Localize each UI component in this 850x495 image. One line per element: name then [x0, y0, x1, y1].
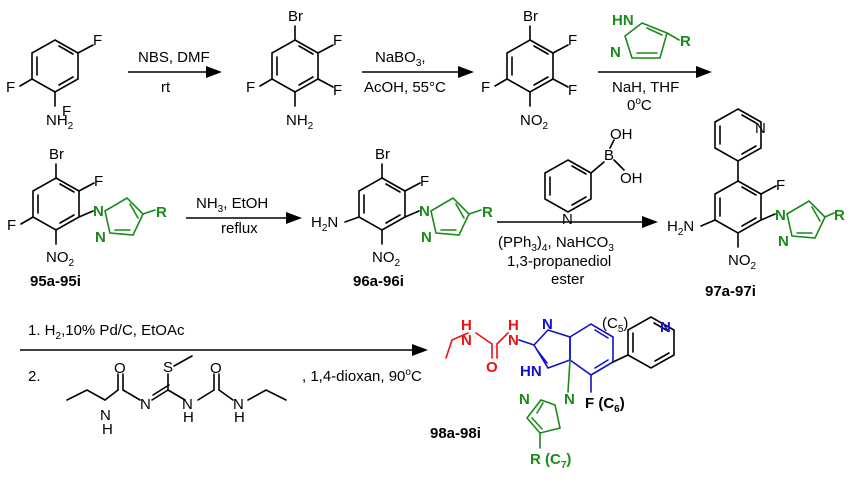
nh-h-label: H [234, 409, 245, 426]
c7-substituent: R (C7) [530, 451, 571, 471]
fluoro-label: F [776, 177, 785, 194]
urea-oxygen: O [486, 359, 498, 376]
nh-label: N [233, 396, 244, 413]
fluoro-label: F [6, 79, 15, 96]
reaction-arrow-2: NaBO3, AcOH, 55°C [362, 49, 474, 96]
reagent-nbs-dmf: NBS, DMF [138, 49, 210, 66]
nh-label: N [182, 396, 193, 413]
condition-0c: 0oC [627, 96, 652, 114]
boron-label: B [604, 147, 614, 164]
compound-label-96: 96a-96i [353, 273, 404, 290]
bromo-difluoro-nitrobenzene: Br F F F NO2 [481, 8, 577, 132]
compound-label-98: 98a-98i [430, 425, 481, 442]
sulfur-label: S [163, 359, 173, 376]
pyridylboronic-acid: N B OH OH [544, 126, 643, 228]
condition-rt: rt [161, 79, 171, 96]
fluoro-label: F [420, 173, 429, 190]
pyrazole-n2: N [421, 229, 432, 246]
pyridine-n: N [562, 211, 573, 228]
oxygen-label: O [114, 360, 126, 377]
compound-label-95: 95a-95i [30, 273, 81, 290]
pyrazole-n1: N [564, 391, 575, 408]
reaction-arrow-6: 1. H2,10% Pd/C, EtOAc 2. , 1,4-dioxan, 9… [20, 322, 428, 385]
urea-nh: H [461, 317, 472, 334]
reaction-arrow-3: NaH, THF 0oC [598, 66, 712, 114]
r-substituent: R [482, 204, 493, 221]
fluoro-label: F [62, 103, 71, 120]
reagent-nah-thf: NaH, THF [612, 79, 679, 96]
fluoro-label: F [568, 32, 577, 49]
compound-98: H N O H N N HN (C5) N F (C6) N N R (C7) [430, 315, 675, 471]
fluoro-label: F [7, 217, 16, 234]
pyridine-n: N [755, 120, 766, 137]
reagent-diol: 1,3-propanediol [507, 253, 611, 270]
r-substituent: R [680, 33, 691, 50]
amine-label: NH2 [46, 112, 74, 132]
bromo-label: Br [49, 146, 64, 163]
r-substituent: R [834, 207, 845, 224]
bromo-label: Br [375, 146, 390, 163]
condition-reflux: reflux [221, 220, 258, 237]
hydroxyl-label: OH [620, 170, 643, 187]
nh-h-label: H [183, 409, 194, 426]
reagent-ester: ester [551, 271, 584, 288]
nitro-label: NO2 [728, 252, 757, 272]
bromo-label: Br [288, 8, 303, 25]
reagent-sodium-perborate: NaBO3, [375, 49, 426, 69]
fluoro-label: F [481, 79, 490, 96]
amine-label: NH2 [286, 112, 314, 132]
compound-95: Br F F NO2 N N R 95a-95i [7, 146, 167, 290]
pyrazole-nh: HN [612, 12, 634, 29]
amine-label: H2N [311, 214, 338, 234]
pyrazole-n: N [610, 44, 621, 61]
pyrazole-n2: N [519, 391, 530, 408]
amine-label: H2N [667, 218, 694, 238]
bromo-difluoroaniline: Br F F F NH2 [246, 8, 342, 132]
reaction-arrow-1: NBS, DMF rt [128, 49, 222, 96]
pyrazole-n1: N [419, 203, 430, 220]
reagent-suzuki: (PPh3)4, NaHCO3 [498, 234, 614, 254]
pyrazole-n2: N [95, 229, 106, 246]
pyrazole-reagent: HN N R [610, 12, 691, 61]
c6-fluoro: F (C6) [585, 395, 625, 415]
pyridine-n: N [660, 319, 671, 336]
compound-label-97: 97a-97i [705, 283, 756, 300]
reaction-arrow-4: NH3, EtOH reflux [186, 195, 302, 237]
step-two-number: 2. [28, 368, 41, 385]
imidazole-n: N [542, 316, 553, 333]
imine-n-label: N [140, 396, 151, 413]
imidazole-nh: HN [520, 363, 542, 380]
condition-acoh: AcOH, 55°C [364, 79, 446, 96]
reagent-ammonia: NH3, EtOH [196, 195, 268, 215]
urea-n: N [461, 332, 472, 349]
fluoro-label: F [333, 82, 342, 99]
nitro-label: NO2 [46, 249, 75, 269]
fluoro-label: F [333, 32, 342, 49]
nitro-label: NO2 [372, 249, 401, 269]
urea-n: N [508, 332, 519, 349]
compound-96: Br F H2N NO2 N N R 96a-96i [311, 146, 493, 290]
hydroxyl-label: OH [610, 126, 633, 143]
urea-nh: H [508, 317, 519, 334]
pyrazole-n1: N [93, 203, 104, 220]
fluoro-label: F [94, 173, 103, 190]
r-substituent: R [156, 204, 167, 221]
pyrazole-n2: N [778, 233, 789, 250]
compound-97: N F H2N NO2 N N R 97a-97i [667, 108, 845, 300]
reaction-arrow-5: (PPh3)4, NaHCO3 1,3-propanediol ester [497, 216, 658, 288]
pyrazole-n1: N [775, 207, 786, 224]
step-hydrogenation: 1. H2,10% Pd/C, EtOAc [28, 322, 185, 342]
step-two-conditions: , 1,4-dioxan, 90oC [302, 367, 422, 385]
nitro-label: NO2 [520, 112, 549, 132]
bromo-label: Br [523, 8, 538, 25]
fluoro-label: F [246, 79, 255, 96]
fluoro-label: F [93, 32, 102, 49]
fluoro-label: F [568, 82, 577, 99]
starting-material-difluoroaniline: F F F NH2 [6, 32, 102, 132]
oxygen-label: O [210, 360, 222, 377]
